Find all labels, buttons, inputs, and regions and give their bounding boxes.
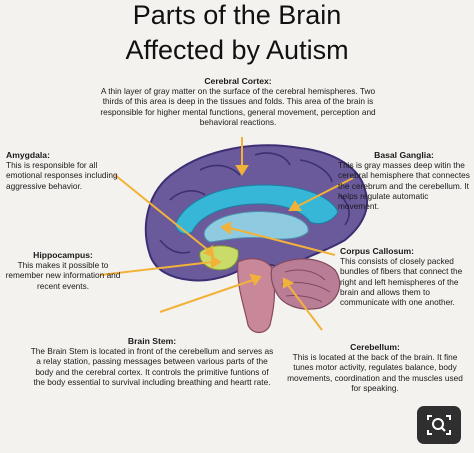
label-cerebellum: Cerebellum: This is located at the back … [282,342,468,393]
basal-ganglia-heading: Basal Ganglia: [374,150,434,160]
cerebellum-text: This is located at the back of the brain… [287,352,463,393]
arrowhead-basal-ganglia [288,200,302,211]
basal-ganglia-text: This is gray masses deep witin the cereb… [338,160,470,212]
amygdala-heading: Amygdala: [6,150,50,160]
corpus-callosum-heading: Corpus Callosum: [340,246,415,256]
amygdala-text: This is responsible for all emotional re… [6,160,118,191]
cortex-folds [159,152,350,254]
corpus-callosum-text: This consists of closely packed bundles … [340,256,463,308]
cerebral-cortex-text: A thin layer of gray matter on the surfa… [100,86,376,127]
arrowhead-cerebellum [283,277,295,289]
hippocampus-text: This makes it possible to remember new i… [5,260,121,291]
arrow-cerebellum [287,284,323,331]
label-brain-stem: Brain Stem: The Brain Stem is located in… [30,336,274,387]
corpus-callosum-region [174,184,339,235]
arrow-hippocampus [99,261,213,276]
brain-stem-region [237,258,276,334]
cerebellum-heading: Cerebellum: [350,342,400,352]
arrowhead-cerebral-cortex [235,165,249,176]
label-cerebral-cortex: Cerebral Cortex: A thin layer of gray ma… [90,76,386,127]
arrow-basal-ganglia [297,177,354,207]
arrow-corpus-callosum [229,227,336,256]
arrowhead-brain-stem [249,273,262,287]
label-corpus-callosum: Corpus Callosum: This consists of closel… [340,246,472,307]
title-line-2: Affected by Autism [125,35,349,65]
arrowhead-amygdala [203,245,215,258]
arrow-brain-stem [159,279,254,313]
label-basal-ganglia: Basal Ganglia: This is gray masses deep … [338,150,470,211]
brain-stem-heading: Brain Stem: [127,336,177,346]
label-hippocampus: Hippocampus: This makes it possible to r… [4,250,122,291]
visual-search-button[interactable] [417,406,461,444]
label-amygdala: Amygdala: This is responsible for all em… [6,150,122,191]
cerebral-cortex-heading: Cerebral Cortex: [204,76,272,86]
title-line-1: Parts of the Brain [132,0,342,30]
brain-stem-text: The Brain Stem is located in front of th… [30,346,274,387]
arrowhead-corpus-callosum [220,221,231,235]
arrow-amygdala [114,174,209,251]
zoom-search-icon [427,415,451,435]
arrowhead-hippocampus [211,255,222,269]
pointer-arrows [99,137,354,331]
hippocampus-heading: Hippocampus: [33,250,93,260]
basal-ganglia-region [203,211,309,243]
cerebellum-region [270,258,341,310]
